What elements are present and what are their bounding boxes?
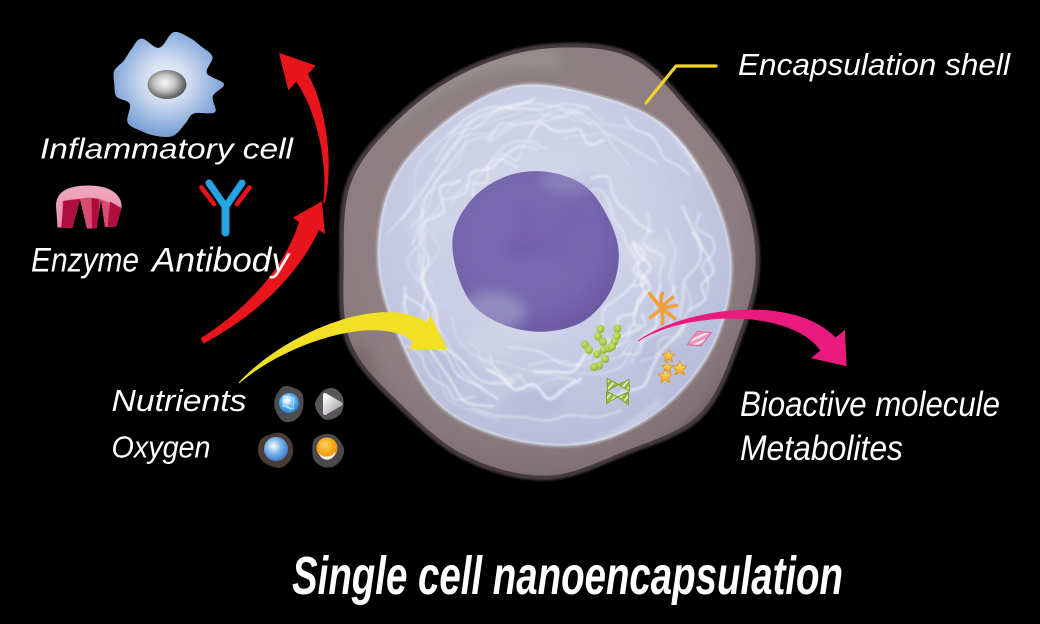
svg-text:Encapsulation shell: Encapsulation shell [738, 47, 1011, 82]
svg-text:Inflammatory cell: Inflammatory cell [40, 134, 295, 166]
svg-text:Oxygen: Oxygen [112, 430, 211, 465]
svg-text:Enzyme: Enzyme [31, 242, 139, 280]
svg-text:Single cell nanoencapsulation: Single cell nanoencapsulation [292, 546, 843, 606]
svg-text:Metabolites: Metabolites [740, 429, 903, 468]
svg-text:Antibody: Antibody [150, 242, 291, 280]
svg-text:Bioactive molecule: Bioactive molecule [740, 385, 1000, 424]
svg-text:Nutrients: Nutrients [112, 383, 247, 418]
